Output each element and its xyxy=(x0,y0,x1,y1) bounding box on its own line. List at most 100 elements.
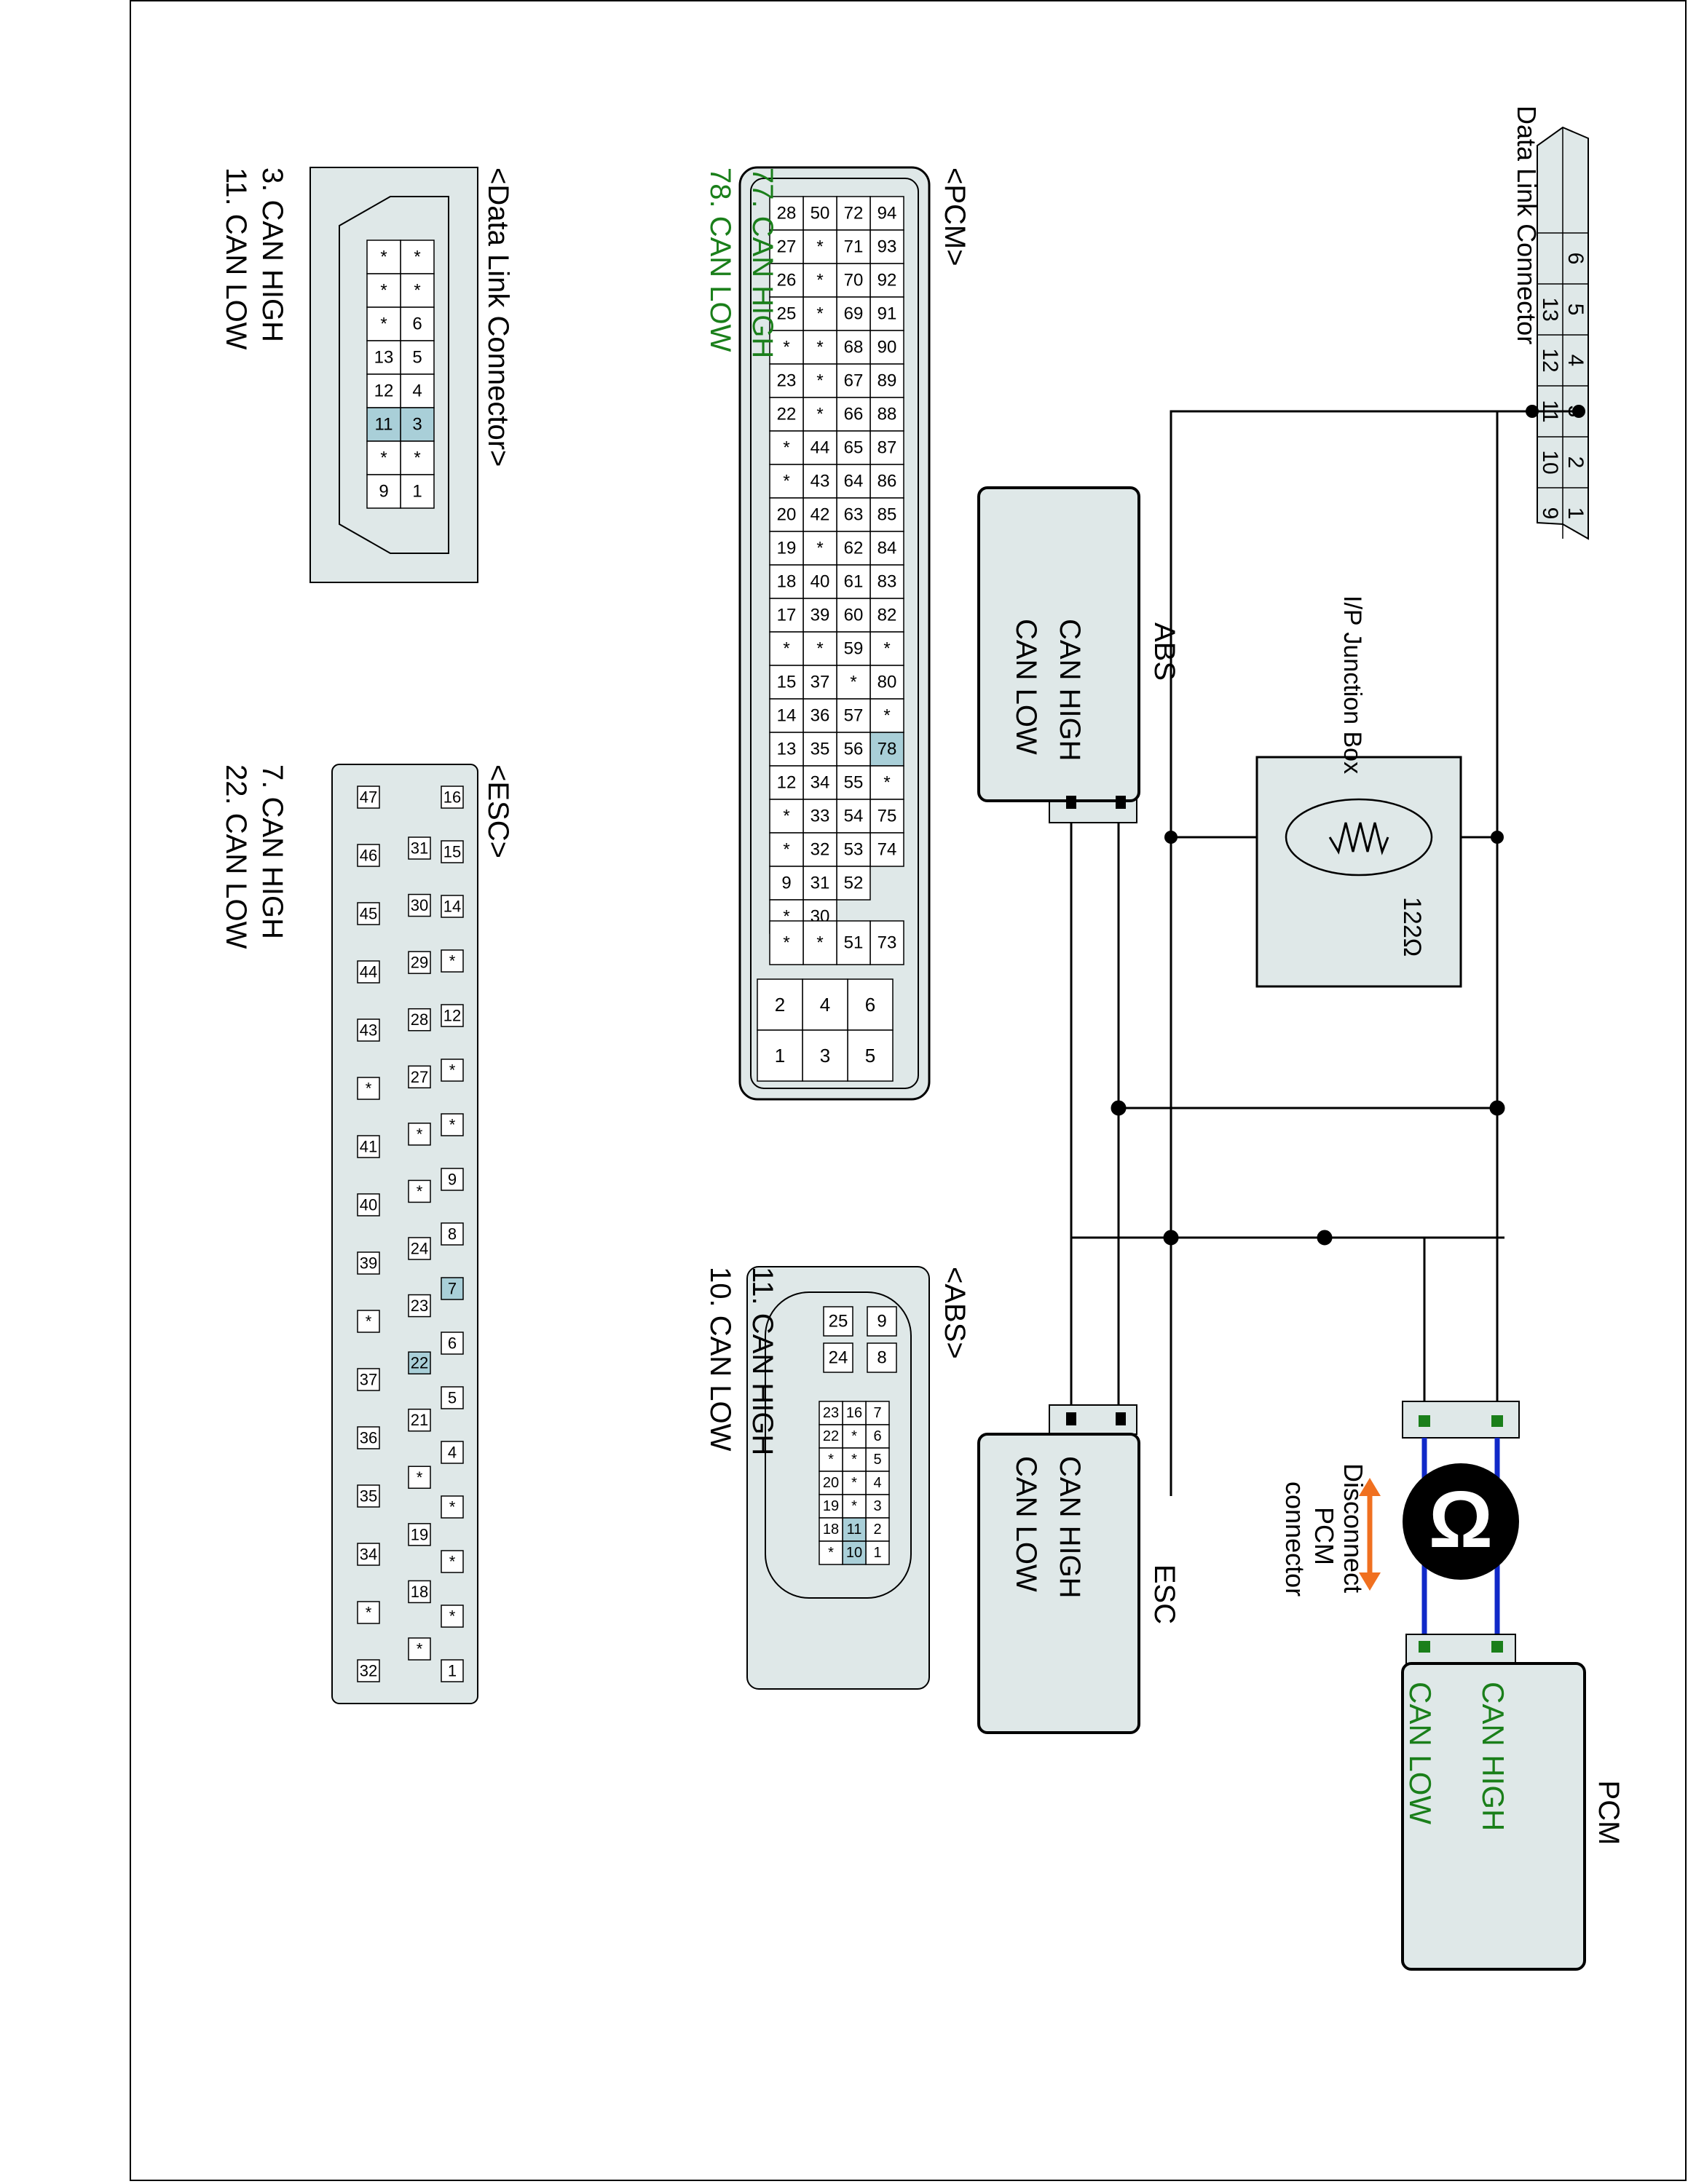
dlc-pin: 6 xyxy=(400,306,435,341)
svg-text:*: * xyxy=(783,907,789,927)
esc-pin: 14 xyxy=(441,895,464,918)
svg-text:6: 6 xyxy=(448,1334,457,1353)
pcm-pin: 12 xyxy=(769,765,804,800)
svg-text:*: * xyxy=(417,1182,423,1200)
abs-note-11: 11. CAN HIGH xyxy=(746,1267,778,1455)
svg-text:9: 9 xyxy=(781,874,791,893)
svg-text:46: 46 xyxy=(360,847,377,865)
pcm-pin: 90 xyxy=(869,330,904,365)
svg-text:*: * xyxy=(783,639,789,659)
svg-text:78: 78 xyxy=(877,740,897,759)
svg-text:*: * xyxy=(380,314,387,334)
esc-pin: 41 xyxy=(357,1135,380,1158)
esc-pin: * xyxy=(441,1059,464,1082)
svg-text:*: * xyxy=(851,1498,857,1514)
svg-text:91: 91 xyxy=(877,304,897,324)
pcm-connector-face: 94939291908988878685848382*80*78*7574727… xyxy=(738,166,931,1101)
dlc-pin: * xyxy=(366,306,401,341)
esc-pin: 36 xyxy=(357,1426,380,1449)
svg-text:*: * xyxy=(816,405,823,424)
svg-text:3: 3 xyxy=(412,415,422,435)
svg-text:11: 11 xyxy=(847,1522,862,1538)
pcm-pin: 84 xyxy=(869,531,904,566)
svg-text:45: 45 xyxy=(360,905,377,923)
pcm-pin: 78 xyxy=(869,732,904,767)
pcm-pin: 20 xyxy=(769,497,804,532)
disconnect-line-3: connector xyxy=(1280,1481,1310,1597)
abs-big-pin: 9 xyxy=(867,1306,897,1337)
pcm-pin: * xyxy=(869,631,904,666)
dlc-pin-5: 5 xyxy=(1563,304,1588,316)
pcm-pin: 71 xyxy=(836,229,871,264)
svg-text:72: 72 xyxy=(844,204,864,223)
svg-text:3: 3 xyxy=(873,1498,881,1514)
dlc-pin: 13 xyxy=(366,340,401,375)
svg-text:11: 11 xyxy=(375,415,393,435)
pcm-pin: 40 xyxy=(802,564,837,599)
svg-text:*: * xyxy=(380,448,387,468)
svg-text:26: 26 xyxy=(777,271,797,290)
svg-text:23: 23 xyxy=(823,1405,839,1421)
svg-text:6: 6 xyxy=(873,1428,881,1444)
esc-pin: * xyxy=(357,1077,380,1100)
pcm-pin: 36 xyxy=(802,698,837,733)
pcm-pin: 66 xyxy=(836,397,871,432)
svg-text:75: 75 xyxy=(877,807,897,826)
dlc-pin: 9 xyxy=(366,474,401,509)
svg-text:*: * xyxy=(783,840,789,860)
svg-text:50: 50 xyxy=(811,204,830,223)
pcm-pin: 63 xyxy=(836,497,871,532)
svg-text:39: 39 xyxy=(811,606,830,625)
abs-pin: * xyxy=(842,1424,867,1449)
abs-pin: 7 xyxy=(865,1401,890,1425)
svg-text:1: 1 xyxy=(775,1045,785,1067)
svg-text:31: 31 xyxy=(811,874,830,893)
pcm-pin: 27 xyxy=(769,229,804,264)
abs-pin: 5 xyxy=(865,1447,890,1472)
svg-text:87: 87 xyxy=(877,438,897,458)
dlc-pin-2: 2 xyxy=(1563,456,1588,469)
svg-text:*: * xyxy=(850,673,856,692)
svg-text:83: 83 xyxy=(877,572,897,592)
svg-text:12: 12 xyxy=(777,773,797,793)
svg-text:20: 20 xyxy=(823,1475,839,1491)
pcm-pin: 69 xyxy=(836,296,871,331)
pcm-pin: 74 xyxy=(869,832,904,867)
pcm-pin: 89 xyxy=(869,363,904,398)
pcm-pin: 43 xyxy=(802,464,837,499)
svg-text:*: * xyxy=(783,807,789,826)
esc-pin: 22 xyxy=(408,1351,431,1374)
esc-pin: 8 xyxy=(441,1222,464,1246)
esc-pin: 6 xyxy=(441,1332,464,1355)
esc-pin: 45 xyxy=(357,902,380,925)
pcm-pin: 86 xyxy=(869,464,904,499)
esc-pin: 7 xyxy=(441,1277,464,1300)
abs-pin: 23 xyxy=(819,1401,843,1425)
pcm-pin: 82 xyxy=(869,598,904,633)
svg-text:14: 14 xyxy=(443,898,461,916)
svg-text:73: 73 xyxy=(877,933,897,953)
pcm-pin: 32 xyxy=(802,832,837,867)
pcm-name: PCM xyxy=(1593,1781,1625,1845)
dlc-pin: * xyxy=(400,440,435,475)
resistor-icon xyxy=(1328,822,1389,855)
svg-text:35: 35 xyxy=(360,1487,377,1506)
svg-text:85: 85 xyxy=(877,505,897,525)
dlc-pin: * xyxy=(366,440,401,475)
abs-connector-title: <ABS> xyxy=(939,1267,971,1359)
svg-text:7: 7 xyxy=(448,1280,457,1298)
esc-pin: 43 xyxy=(357,1018,380,1042)
svg-text:64: 64 xyxy=(844,472,864,491)
svg-text:86: 86 xyxy=(877,472,897,491)
svg-text:32: 32 xyxy=(360,1662,377,1680)
svg-text:13: 13 xyxy=(374,348,394,368)
svg-text:66: 66 xyxy=(844,405,864,424)
svg-text:15: 15 xyxy=(777,673,797,692)
svg-text:52: 52 xyxy=(844,874,864,893)
pcm-pin: 52 xyxy=(836,866,871,901)
svg-text:*: * xyxy=(816,539,823,558)
svg-text:43: 43 xyxy=(811,472,830,491)
pcm-pin: * xyxy=(802,363,837,398)
svg-text:34: 34 xyxy=(811,773,830,793)
dlc-pin-4: 4 xyxy=(1563,355,1588,367)
